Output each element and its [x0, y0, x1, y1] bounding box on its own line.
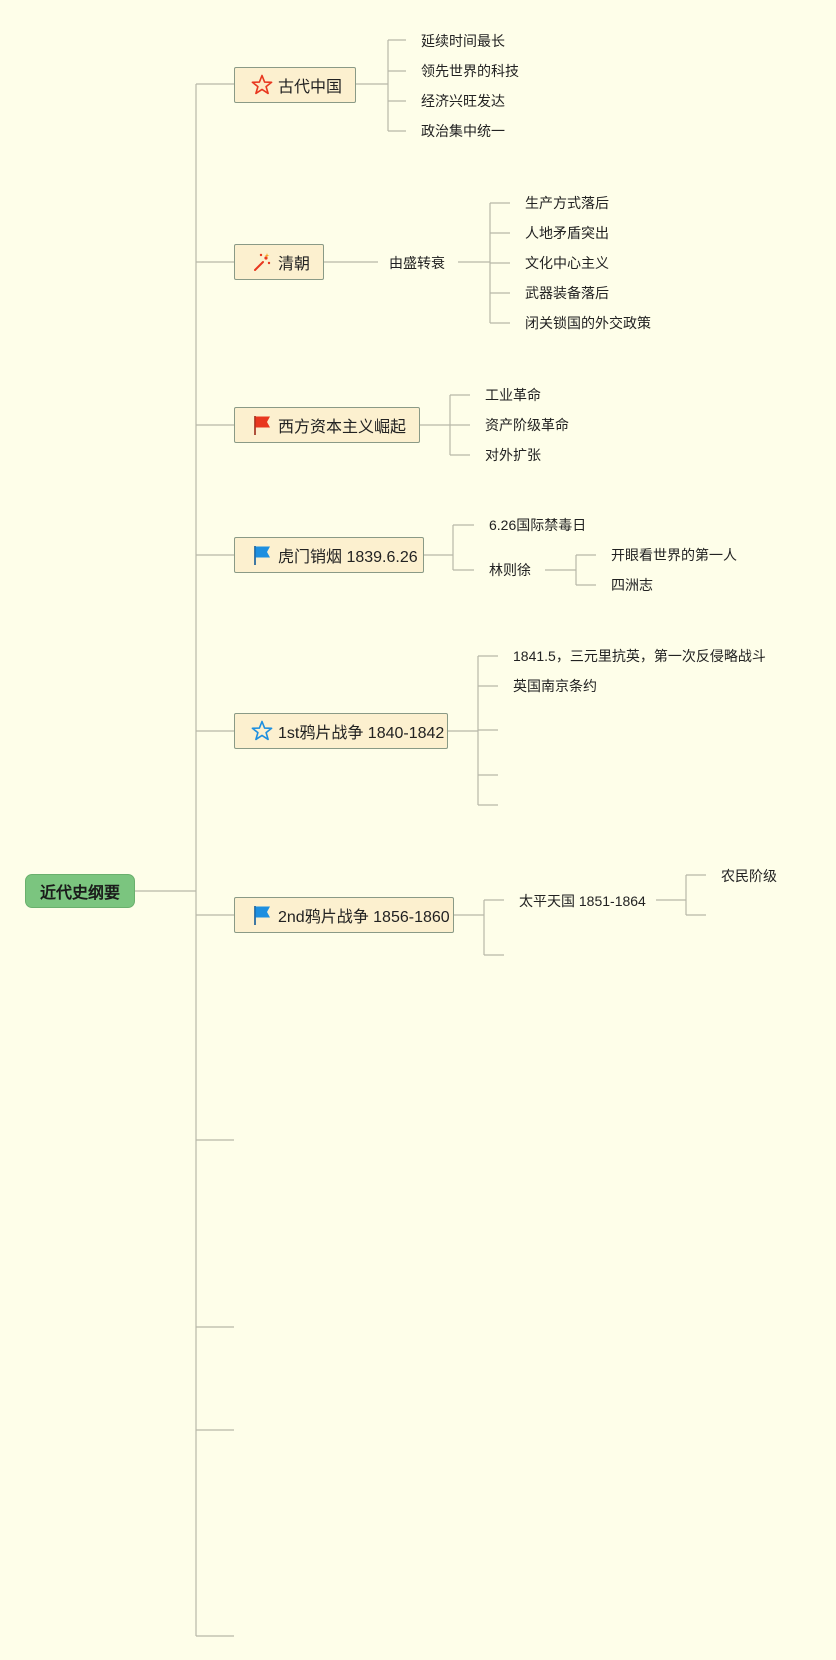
subtopic[interactable]: 对外扩张: [485, 447, 541, 463]
topic-second-opium-war[interactable]: 2nd鸦片战争 1856-1860: [234, 897, 454, 933]
topic-label: 古代中国: [278, 79, 343, 96]
subtopic[interactable]: 林则徐: [489, 562, 531, 578]
topic-qing-dynasty[interactable]: 清朝: [234, 244, 324, 280]
subtopic[interactable]: 英国南京条约: [513, 678, 597, 694]
subtopic[interactable]: 开眼看世界的第一人: [611, 547, 737, 563]
subtopic[interactable]: 四洲志: [611, 577, 653, 593]
topic-ancient-china[interactable]: 古代中国: [234, 67, 356, 103]
blue-flag-icon: [250, 903, 274, 927]
subtopic[interactable]: 资产阶级革命: [485, 417, 569, 433]
subtopic[interactable]: 闭关锁国的外交政策: [525, 315, 651, 331]
subtopic[interactable]: 武器装备落后: [525, 285, 609, 301]
subtopic[interactable]: 政治集中统一: [421, 123, 505, 139]
topic-label: 1st鸦片战争 1840-1842: [278, 725, 445, 742]
blue-flag-icon: [250, 543, 274, 567]
topic-first-opium-war[interactable]: 1st鸦片战争 1840-1842: [234, 713, 448, 749]
subtopic[interactable]: 农民阶级: [721, 868, 777, 884]
subtopic[interactable]: 由盛转衰: [389, 255, 445, 271]
topic-label: 2nd鸦片战争 1856-1860: [278, 909, 450, 926]
subtopic[interactable]: 延续时间最长: [421, 33, 505, 49]
subtopic[interactable]: 太平天国 1851-1864: [519, 893, 646, 909]
subtopic[interactable]: 领先世界的科技: [421, 63, 519, 79]
topic-humen-opium-destruction[interactable]: 虎门销烟 1839.6.26: [234, 537, 424, 573]
subtopic[interactable]: 6.26国际禁毒日: [489, 517, 587, 533]
topic-western-capitalism[interactable]: 西方资本主义崛起: [234, 407, 420, 443]
sparkle-wand-icon: [250, 250, 274, 274]
topic-label: 西方资本主义崛起: [278, 419, 407, 436]
subtopic[interactable]: 经济兴旺发达: [421, 93, 505, 109]
topic-label: 虎门销烟 1839.6.26: [278, 549, 418, 566]
topic-label: 清朝: [278, 256, 311, 273]
subtopic[interactable]: 人地矛盾突出: [525, 225, 609, 241]
blue-star-icon: [250, 719, 274, 743]
subtopic[interactable]: 文化中心主义: [525, 255, 609, 271]
red-star-icon: [250, 73, 274, 97]
subtopic[interactable]: 工业革命: [485, 387, 541, 403]
root-topic[interactable]: 近代史纲要: [25, 874, 135, 908]
subtopic[interactable]: 1841.5，三元里抗英，第一次反侵略战斗: [513, 648, 766, 664]
red-flag-icon: [250, 413, 274, 437]
subtopic[interactable]: 生产方式落后: [525, 195, 609, 211]
